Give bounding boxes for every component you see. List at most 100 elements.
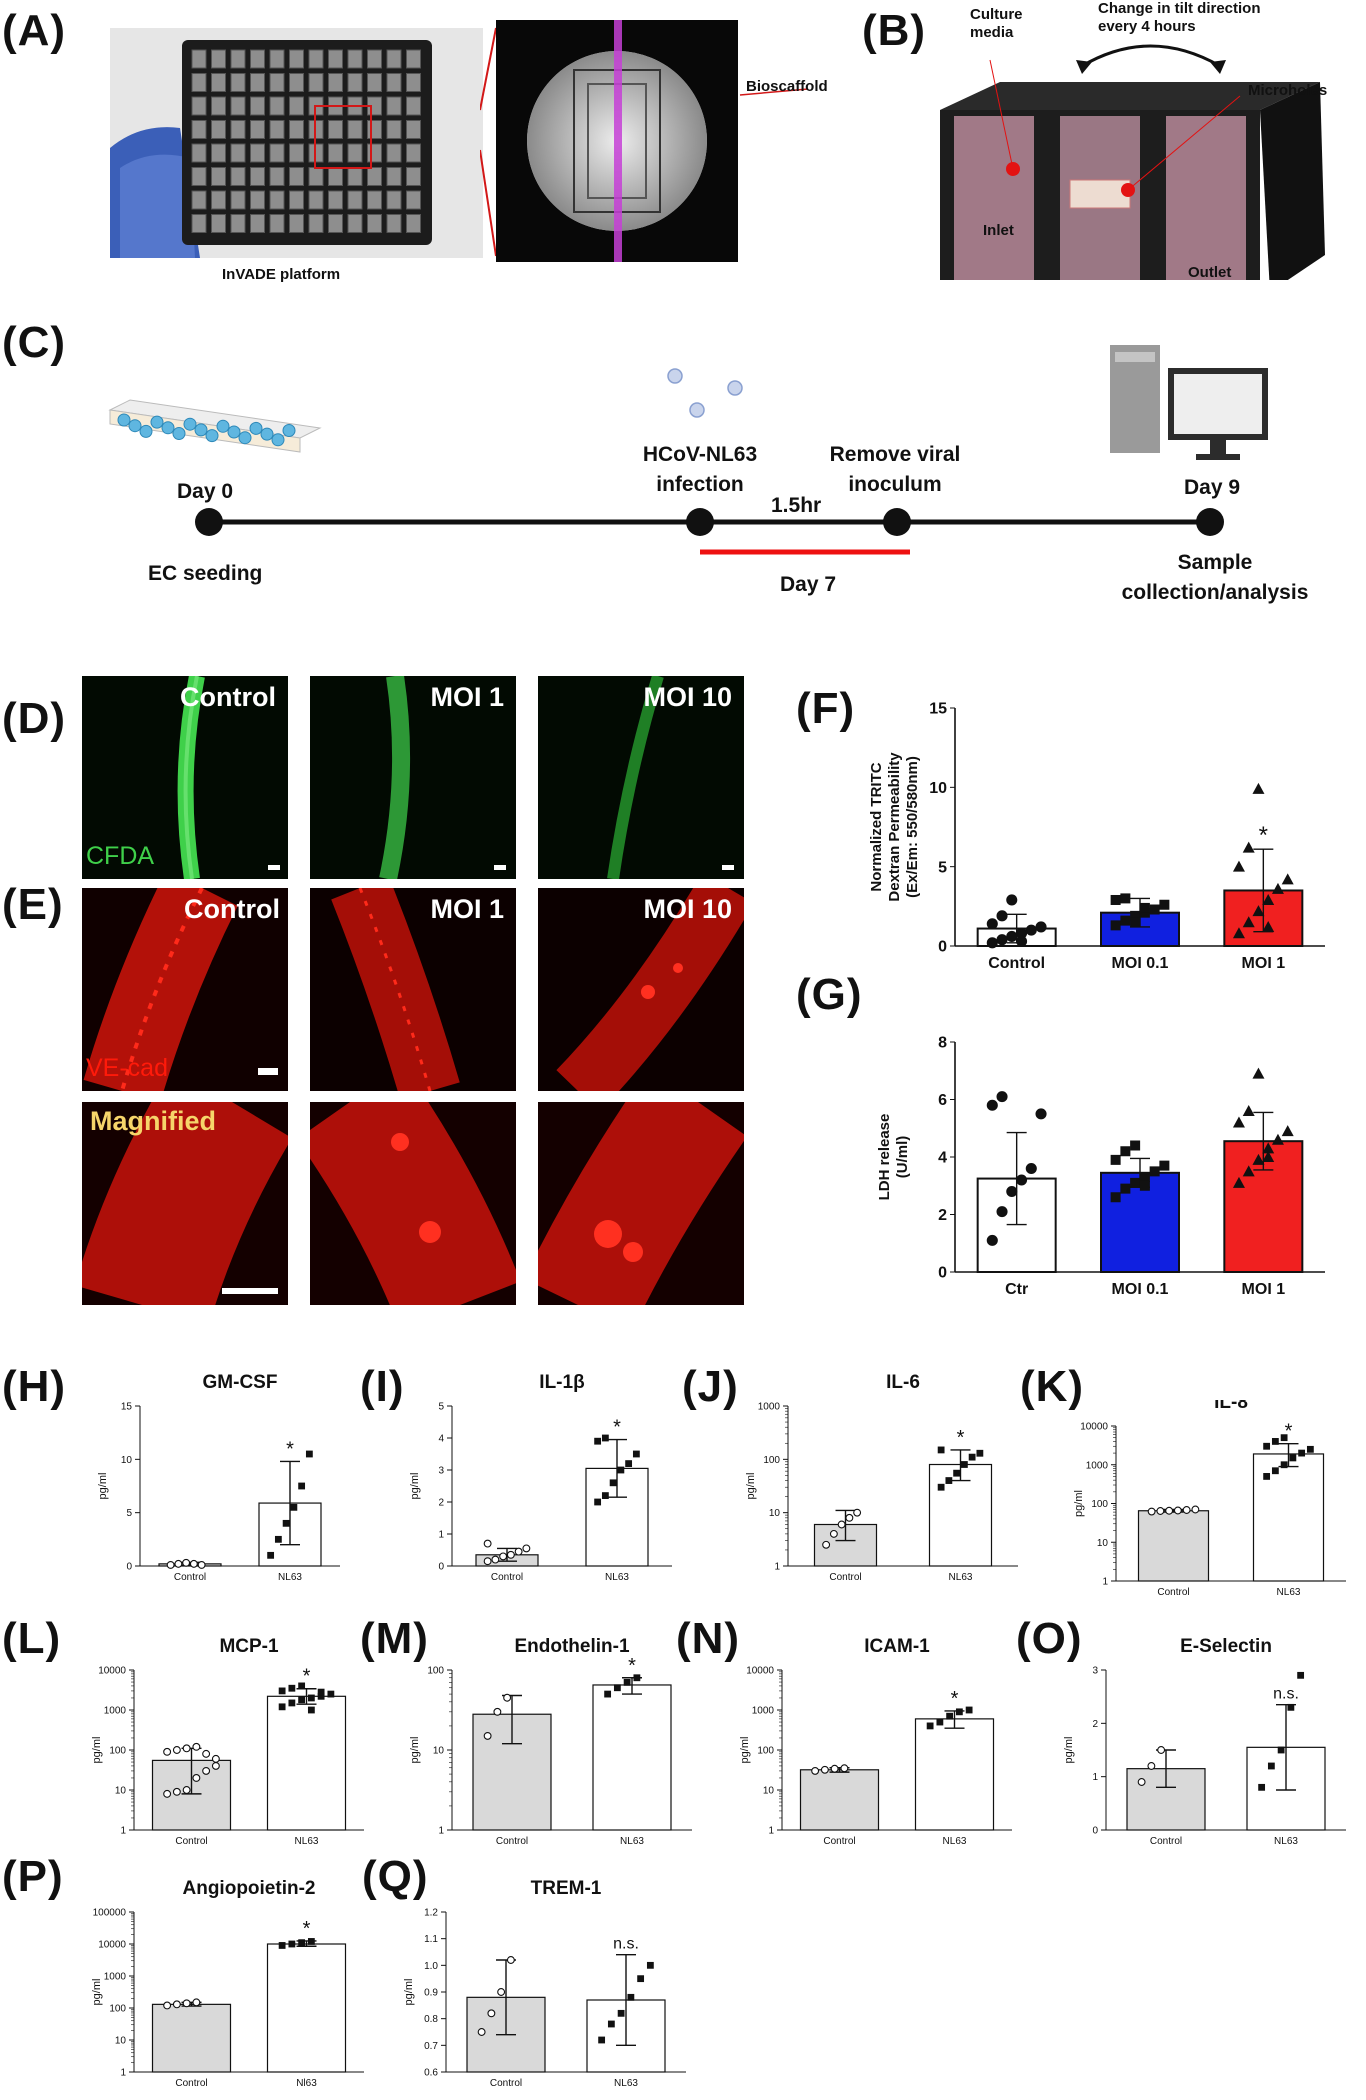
day0-label: Day 0	[177, 480, 234, 503]
infection-label: HCoV-NL63 infection	[642, 443, 758, 496]
y-tick-label: 100000	[93, 1908, 127, 1919]
data-point	[996, 1091, 1008, 1103]
y-tick-label: 1000	[758, 1402, 781, 1413]
data-point	[1232, 927, 1245, 939]
y-tick-label: 10	[115, 2036, 127, 2047]
data-point	[298, 1482, 306, 1490]
y-axis-label: pg/ml	[1063, 1737, 1075, 1764]
panel-label-j: (J)	[682, 1362, 739, 1411]
data-point	[1159, 1160, 1170, 1171]
data-point	[197, 1560, 206, 1569]
x-tick-label: NL63	[943, 1836, 967, 1847]
x-tick-label: NL63	[1274, 1836, 1298, 1847]
sample-collection-label: Sample collection/analysis	[1121, 551, 1309, 604]
data-point	[305, 1450, 313, 1458]
panel-label-e: (E)	[2, 880, 64, 929]
y-tick-label: 100	[109, 2004, 126, 2015]
data-point	[487, 2009, 496, 2018]
significance-marker: n.s.	[1273, 1686, 1299, 1703]
tilt-device-diagram	[940, 44, 1325, 280]
cfda-moi1-image: MOI 1	[310, 676, 516, 879]
data-point	[633, 1674, 641, 1682]
data-point	[594, 1498, 602, 1506]
data-point	[822, 1540, 831, 1549]
data-point	[837, 1520, 846, 1529]
bar	[592, 1684, 672, 1831]
vecad-control-magnified: Magnified	[82, 1102, 288, 1305]
x-tick-label: NL63	[949, 1572, 973, 1583]
panel-label-l: (L)	[2, 1614, 62, 1663]
data-point	[1156, 1507, 1165, 1515]
y-tick-label: 10	[115, 1786, 127, 1797]
data-point	[996, 934, 1008, 946]
x-tick-label: Control	[1157, 1587, 1189, 1598]
data-point	[1289, 1454, 1297, 1462]
significance-marker: *	[613, 1417, 621, 1439]
data-point	[1252, 1067, 1265, 1079]
y-tick-label: 0	[938, 939, 947, 956]
cfda-moi10-image: MOI 10	[538, 676, 744, 879]
data-point	[202, 1749, 211, 1758]
y-tick-label: 0.6	[424, 2068, 438, 2079]
data-point	[1263, 1442, 1271, 1450]
data-point	[936, 1718, 944, 1726]
x-tick-label: Control	[988, 955, 1045, 972]
data-point	[955, 1708, 963, 1716]
data-point	[1139, 1172, 1150, 1183]
data-point	[986, 937, 998, 949]
y-tick-label: 15	[121, 1402, 133, 1413]
data-point	[1262, 1151, 1275, 1162]
x-tick-label: Control	[829, 1572, 861, 1583]
data-point	[1130, 1140, 1141, 1151]
data-point	[811, 1766, 820, 1775]
y-tick-label: 5	[938, 859, 947, 876]
chart-title: IL-1β	[539, 1372, 584, 1393]
x-tick-label: MOI 0.1	[1112, 1281, 1169, 1298]
day7-label: Day 7	[780, 573, 837, 596]
significance-marker: *	[951, 1688, 959, 1710]
data-point	[845, 1513, 854, 1522]
y-tick-label: 6	[938, 1092, 947, 1109]
significance-marker: *	[957, 1427, 965, 1449]
data-point	[1025, 1162, 1037, 1175]
y-tick-label: 5	[438, 1402, 444, 1413]
data-point	[1306, 1445, 1314, 1453]
data-point	[1035, 1108, 1047, 1120]
data-point	[211, 1754, 220, 1763]
data-point	[1120, 915, 1131, 926]
data-point	[960, 1461, 968, 1468]
data-point	[317, 1688, 325, 1696]
data-point	[497, 1988, 506, 1996]
data-point	[996, 910, 1008, 922]
data-point	[1242, 841, 1255, 853]
data-point	[1006, 1185, 1018, 1198]
data-point	[986, 1099, 998, 1111]
data-point	[1015, 935, 1028, 947]
y-tick-label: 5	[126, 1508, 132, 1519]
invade-platform-photo	[110, 28, 483, 258]
y-tick-label: 100	[427, 1666, 444, 1677]
data-point	[172, 2000, 181, 2009]
data-point	[601, 1492, 609, 1499]
y-tick-label: 10000	[98, 1666, 126, 1677]
data-point	[514, 1547, 523, 1556]
data-point	[1110, 1154, 1121, 1165]
y-tick-label: 0.9	[424, 1988, 438, 1999]
data-point	[1110, 920, 1121, 931]
y-tick-label: 10	[929, 780, 947, 797]
data-point	[601, 1434, 609, 1442]
y-tick-label: 1	[774, 1562, 780, 1573]
y-tick-label: 3	[438, 1466, 444, 1477]
data-point	[189, 1559, 198, 1568]
bar	[914, 1718, 995, 1831]
data-point	[1110, 1192, 1121, 1203]
panel-label-d: (D)	[2, 694, 67, 743]
data-point	[1120, 1183, 1131, 1194]
bar	[928, 1463, 993, 1567]
y-tick-label: 1000	[752, 1706, 775, 1717]
y-tick-label: 1	[1102, 1577, 1108, 1588]
platform-caption: InVADE platform	[222, 266, 341, 283]
data-point	[594, 1437, 602, 1445]
data-point	[483, 1539, 492, 1548]
